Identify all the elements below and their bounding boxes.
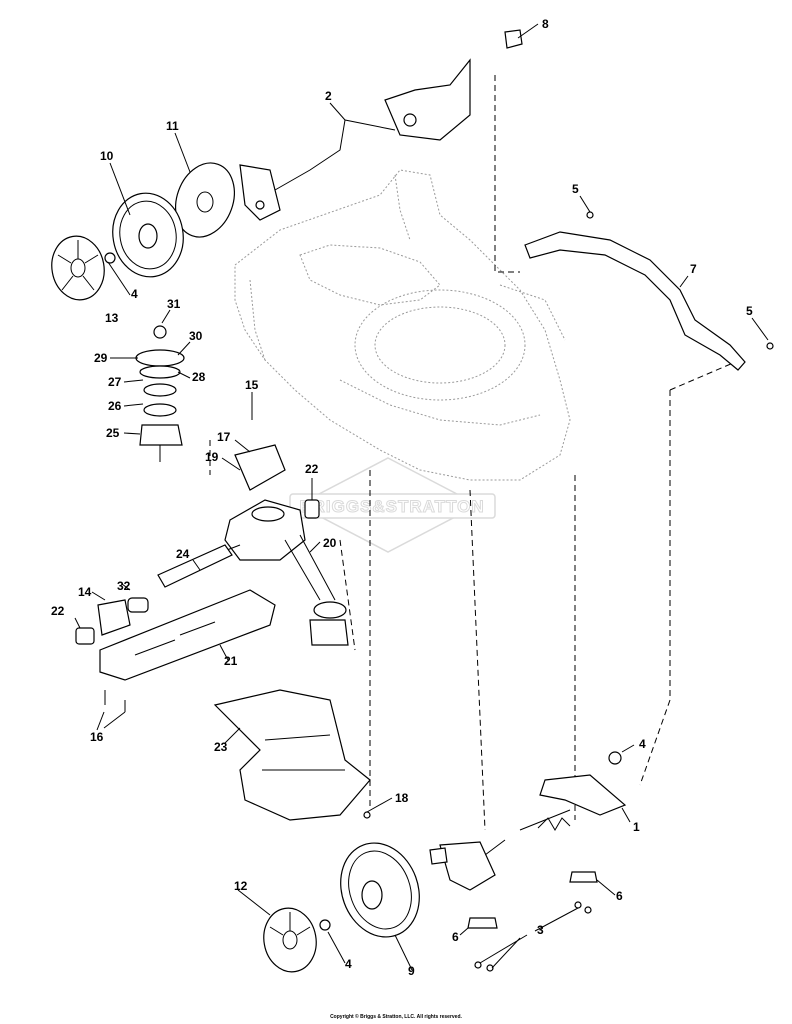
callout-7: 7 bbox=[690, 262, 697, 276]
front-wheel-nut bbox=[319, 919, 331, 931]
callout-14: 14 bbox=[78, 585, 92, 599]
callout-15: 15 bbox=[245, 378, 259, 392]
callout-12: 12 bbox=[234, 879, 248, 893]
callout-5: 5 bbox=[746, 304, 753, 318]
callout-22: 22 bbox=[305, 462, 319, 476]
front-axle-assembly bbox=[429, 751, 627, 891]
callout-22: 22 bbox=[51, 604, 65, 618]
rear-cover bbox=[213, 689, 371, 821]
callout-5: 5 bbox=[572, 182, 579, 196]
mounting-bracket bbox=[99, 589, 276, 681]
rear-wheel-plate bbox=[175, 162, 235, 238]
drive-pulley-stack bbox=[135, 325, 185, 462]
callout-29: 29 bbox=[94, 351, 108, 365]
callout-17: 17 bbox=[217, 430, 231, 444]
knob-part bbox=[504, 29, 523, 49]
rear-wheel bbox=[112, 192, 184, 278]
front-wheel bbox=[340, 842, 420, 938]
callouts: 8 2 11 10 5 7 5 4 13 31 30 29 28 27 26 1… bbox=[51, 17, 753, 978]
callout-4: 4 bbox=[345, 957, 352, 971]
callout-26: 26 bbox=[108, 399, 122, 413]
callout-1: 1 bbox=[633, 820, 640, 834]
callout-19: 19 bbox=[205, 450, 219, 464]
copyright-notice: Copyright © Briggs & Stratton, LLC. All … bbox=[330, 1014, 462, 1020]
callout-23: 23 bbox=[214, 740, 228, 754]
callout-21: 21 bbox=[224, 654, 238, 668]
callout-8: 8 bbox=[542, 17, 549, 31]
callout-10: 10 bbox=[100, 149, 114, 163]
callout-24: 24 bbox=[176, 547, 190, 561]
callout-32: 32 bbox=[117, 579, 131, 593]
watermark-text: BRIGGS&STRATTON bbox=[299, 497, 484, 516]
brand-watermark: BRIGGS&STRATTON bbox=[289, 457, 496, 553]
callout-30: 30 bbox=[189, 329, 203, 343]
bolts bbox=[104, 690, 126, 712]
callout-2: 2 bbox=[325, 89, 332, 103]
callout-4: 4 bbox=[639, 737, 646, 751]
callout-31: 31 bbox=[167, 297, 181, 311]
callout-9: 9 bbox=[408, 964, 415, 978]
front-hubcap bbox=[263, 907, 317, 973]
callout-16: 16 bbox=[90, 730, 104, 744]
callout-13: 13 bbox=[105, 311, 119, 325]
callout-4: 4 bbox=[131, 287, 138, 301]
callout-6: 6 bbox=[452, 930, 459, 944]
callout-18: 18 bbox=[395, 791, 409, 805]
callout-28: 28 bbox=[192, 370, 206, 384]
rear-wheel-nut bbox=[104, 252, 116, 264]
callout-25: 25 bbox=[106, 426, 120, 440]
callout-11: 11 bbox=[166, 119, 179, 133]
height-adjust-lever-assembly bbox=[239, 29, 523, 221]
callout-20: 20 bbox=[323, 536, 337, 550]
callout-6: 6 bbox=[616, 889, 623, 903]
rear-hubcap bbox=[51, 235, 105, 301]
rear-handle-bar bbox=[524, 211, 774, 371]
axle-bearing-parts bbox=[75, 597, 149, 645]
leader-lines bbox=[74, 23, 769, 971]
transmission-assembly bbox=[157, 400, 349, 646]
assembly-guide-lines bbox=[209, 75, 741, 831]
callout-27: 27 bbox=[108, 375, 122, 389]
clips-and-screws bbox=[363, 811, 598, 972]
mower-deck-ghost bbox=[234, 169, 571, 481]
callout-3: 3 bbox=[537, 923, 544, 937]
